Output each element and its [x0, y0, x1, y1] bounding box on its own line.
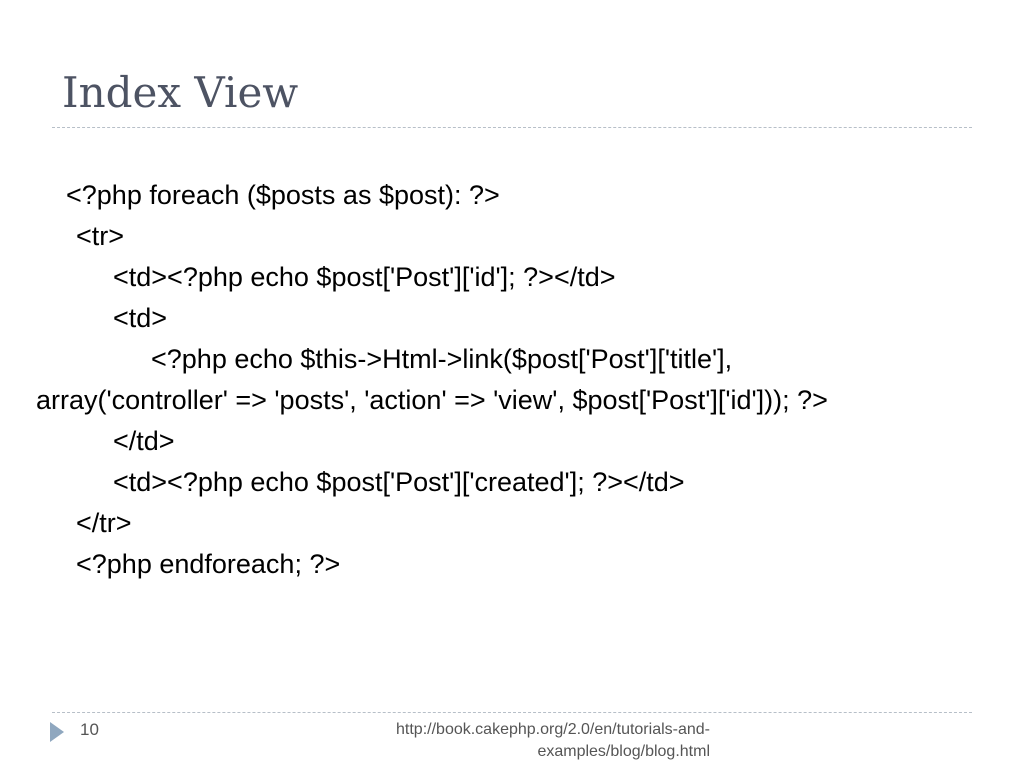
footer-source-url: http://book.cakephp.org/2.0/en/tutorials… — [330, 719, 710, 764]
code-line: <td> — [113, 303, 168, 333]
code-line: </td> — [113, 426, 175, 456]
title-divider — [52, 127, 972, 128]
code-line: array('controller' => 'posts', 'action' … — [36, 385, 828, 415]
code-line: <tr> — [76, 221, 125, 251]
footer-url-line2: examples/blog/blog.html — [537, 743, 710, 761]
code-line: <td><?php echo $post['Post']['created'];… — [113, 467, 685, 497]
code-line: <td><?php echo $post['Post']['id']; ?></… — [113, 262, 616, 292]
slide-title: Index View — [62, 68, 299, 117]
footer-divider — [52, 712, 972, 713]
code-line: <?php endforeach; ?> — [76, 549, 341, 579]
code-line: <?php echo $this->Html->link($post['Post… — [151, 344, 733, 374]
code-line: <?php foreach ($posts as $post): ?> — [66, 180, 500, 210]
code-line: </tr> — [76, 508, 132, 538]
triangle-bullet-icon — [50, 722, 64, 742]
footer-url-line1: http://book.cakephp.org/2.0/en/tutorials… — [396, 721, 710, 738]
page-number: 10 — [80, 720, 99, 739]
